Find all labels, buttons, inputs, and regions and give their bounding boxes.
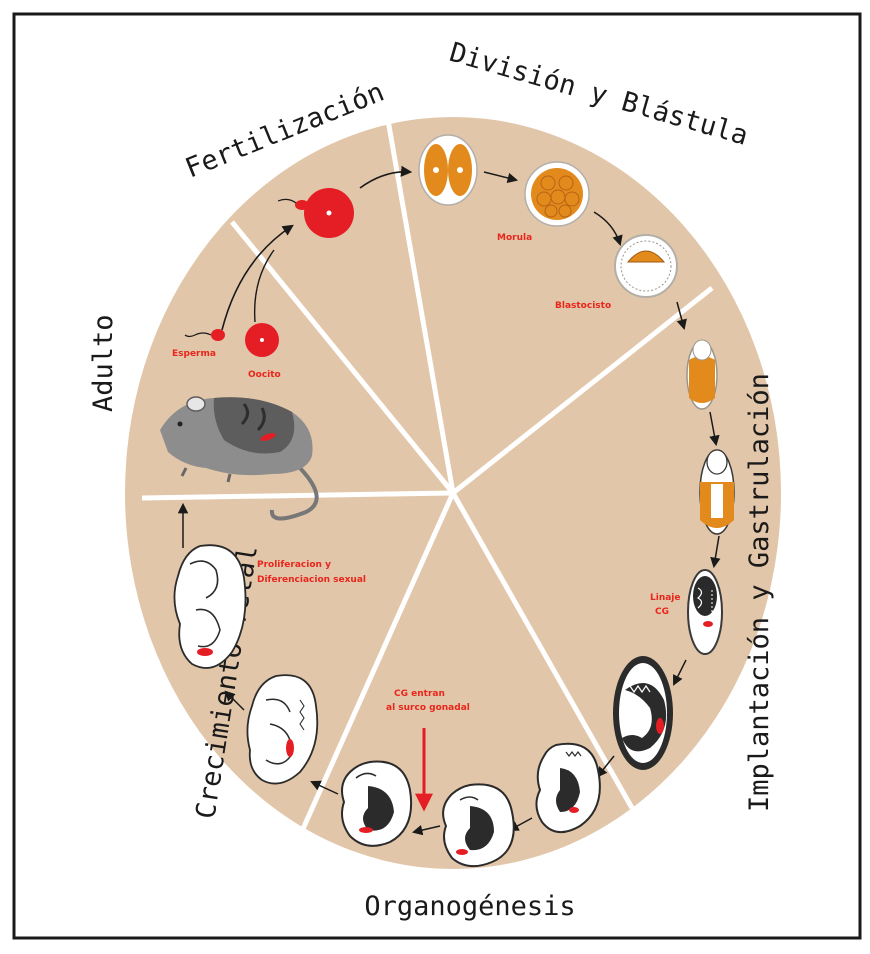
- oocyte-icon: [245, 323, 279, 357]
- stage-title-adulto: Adulto: [88, 314, 119, 412]
- label-diferenciacion: Diferenciacion sexual: [257, 575, 366, 585]
- embryo-icon: [613, 656, 673, 770]
- label-surco-gonadal: al surco gonadal: [386, 703, 470, 713]
- embryo-icon: [700, 450, 734, 534]
- embryo-icon: [443, 784, 514, 866]
- label-oocito: Oocito: [248, 370, 281, 380]
- label-esperma: Esperma: [172, 349, 216, 359]
- label-morula: Morula: [497, 233, 532, 243]
- embryo-icon: [342, 762, 411, 846]
- morula-icon: [525, 162, 589, 226]
- label-linaje-1: Linaje: [650, 593, 681, 603]
- embryo-icon: [688, 570, 722, 654]
- embryo-icon: [687, 340, 717, 409]
- two-cell-embryo-icon: [419, 135, 477, 205]
- label-linaje-2: CG: [655, 607, 669, 617]
- label-proliferacion: Proliferacion y: [257, 560, 331, 570]
- label-blastocisto: Blastocisto: [555, 301, 611, 311]
- blastocyst-icon: [615, 235, 677, 297]
- stage-title-implantacion: Implantación y Gastrulación: [744, 373, 775, 812]
- stage-title-organogenesis: Organogénesis: [364, 891, 575, 922]
- label-cg-entran: CG entran: [394, 689, 445, 699]
